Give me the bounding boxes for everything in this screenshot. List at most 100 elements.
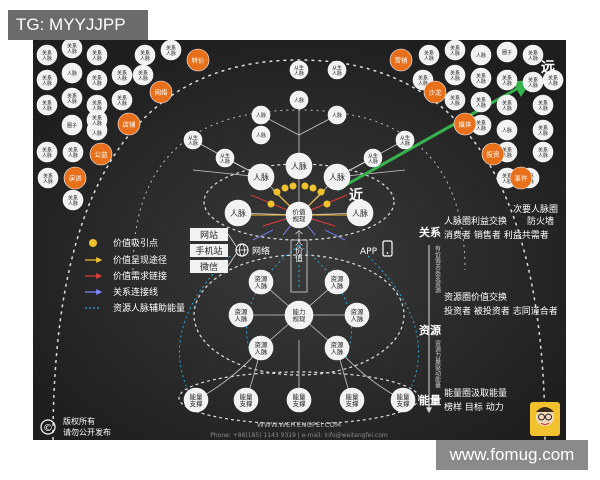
energy-node-3-circle [339, 387, 365, 413]
far-label: 远 [541, 60, 555, 76]
outer-white-node-7-circle [36, 94, 58, 116]
channel-box-website [190, 228, 228, 241]
energy-heading: 能量 [419, 393, 441, 407]
energy-node-1: 能量支撑 [233, 387, 259, 413]
outer-white-node-2-circle [86, 44, 108, 66]
value-center-node-label: 价值规现 [293, 207, 307, 223]
tree-node-4: 人脉 [327, 105, 347, 125]
outer-white-node-31-circle [496, 94, 518, 116]
relation-node-3: 人脉 [224, 199, 252, 227]
outer-white-node-26: 关系人脉 [470, 67, 492, 89]
tree-node-4-circle [327, 105, 347, 125]
resource-heading: 资源 [419, 323, 441, 337]
outer-white-node-42-circle [132, 64, 154, 86]
resource-node-3-label: 资源人脉 [351, 307, 365, 323]
energy-node-4: 能量支撑 [390, 387, 416, 413]
outer-white-node-19: 关系人脉 [86, 109, 108, 131]
outer-white-node-21-label: 关系人脉 [450, 44, 460, 57]
outer-white-node-5-label: 关系人脉 [92, 74, 102, 87]
outer-orange-node-5-label: 营销 [395, 55, 409, 64]
resource-node-2-circle [228, 302, 254, 328]
ability-center-node-circle [284, 300, 314, 330]
relation-node-0: 人脉 [247, 163, 275, 191]
channel-mobile-site: 手机站 [195, 245, 222, 257]
channel-website: 网站 [200, 229, 218, 241]
outer-orange-node-6-circle [423, 80, 447, 104]
relation-node-3-label: 人脉 [230, 208, 246, 218]
outer-white-node-37: 关系人脉 [532, 141, 554, 163]
outer-white-node-7-label: 关系人脉 [42, 99, 52, 112]
outer-white-node-13-label: 圈子 [67, 122, 77, 129]
outer-white-node-3: 关系人脉 [36, 69, 58, 91]
copyright-line-1: 版权所有 [63, 416, 95, 426]
value-attraction-point-3 [301, 182, 309, 190]
right-notes: 次要人脉圈 防火墙 关系 人脉圈利益交换 消费者 销售者 利益共需者 有价值关系… [419, 203, 558, 413]
outer-white-node-5-circle [86, 69, 108, 91]
outer-white-node-10-circle [111, 89, 133, 111]
near-label: 近 [349, 187, 363, 204]
watermark-bottom-right: www.fomug.com [436, 440, 588, 470]
channel-box-wechat [190, 260, 228, 273]
outer-white-node-6-label: 关系人脉 [117, 69, 127, 82]
outer-orange-node-6-label: 沙龙 [429, 87, 443, 96]
tree-node-4-label: 人脉 [332, 112, 342, 119]
outer-white-node-34-circle [496, 119, 518, 141]
outer-white-node-41-label: 关系人脉 [418, 74, 428, 87]
outer-orange-node-4-label: 演讲 [69, 173, 83, 182]
tree-node-9-label: 从生人脉 [400, 134, 410, 147]
outer-white-node-32-circle [532, 94, 554, 116]
outer-orange-node-3-circle [89, 142, 113, 166]
near-to-far-arrow [336, 80, 533, 192]
resource-node-1-circle [324, 269, 350, 295]
outer-orange-node-2-circle [117, 112, 141, 136]
tree-node-5-label: 人脉 [256, 132, 266, 139]
outer-white-node-22: 人脉 [470, 44, 492, 66]
relation-node-2-label: 人脉 [329, 172, 345, 182]
resource-node-4-label: 资源人脉 [255, 340, 269, 356]
tree-node-8-circle [363, 148, 383, 168]
outer-white-node-37-label: 关系人脉 [538, 146, 548, 159]
outer-white-node-29-circle [444, 89, 466, 111]
outer-orange-node-4: 演讲 [63, 166, 87, 190]
outer-white-node-15-label: 关系人脉 [42, 146, 52, 159]
outer-white-node-6: 关系人脉 [111, 64, 133, 86]
outer-white-node-4-label: 人脉 [67, 70, 77, 77]
ability-center-node-label: 能力规现 [293, 307, 307, 323]
outer-white-node-4: 人脉 [61, 62, 83, 84]
ability-center-node: 能力规现 [284, 300, 314, 330]
outer-white-node-27: 关系人脉 [496, 69, 518, 91]
outer-white-node-23-label: 圈子 [502, 49, 512, 56]
outer-white-node-36-label: 关系人脉 [502, 146, 512, 159]
legend: 价值吸引点 价值呈现途径 价值需求链接 关系连接线 资源人脉辅助能量 [113, 237, 185, 314]
outer-white-node-26-label: 关系人脉 [476, 72, 486, 85]
author-avatar [530, 402, 560, 436]
channel-wechat: 微信 [200, 261, 218, 273]
outer-orange-node-2: 店铺 [117, 112, 141, 136]
outer-orange-node-9-label: 事件 [515, 173, 529, 182]
relation-vertical-note: 有价值关系变资源 [434, 244, 441, 294]
outer-white-node-17: 关系人脉 [37, 167, 59, 189]
footer-website: WWW.WEITENGFEI.COM [257, 421, 341, 429]
outer-orange-node-0-circle [186, 48, 210, 72]
energy-node-0-circle [183, 387, 209, 413]
outer-white-node-40: 关系人脉 [542, 69, 564, 91]
legend-item-auxiliary: 资源人脉辅助能量 [113, 302, 185, 314]
relation-node-2: 人脉 [323, 163, 351, 191]
outer-white-node-22-circle [470, 44, 492, 66]
outer-orange-node-2-label: 店铺 [123, 119, 137, 128]
outer-white-node-10-label: 关系人脉 [117, 94, 127, 107]
value-attraction-point-0 [273, 188, 281, 196]
tree-node-0: 从生人脉 [289, 60, 309, 80]
outer-white-node-28-label: 关系人脉 [528, 76, 538, 89]
value-attraction-point-4 [309, 184, 317, 192]
outer-orange-node-7-circle [453, 112, 477, 136]
tree-node-3: 从生人脉 [327, 60, 347, 80]
outer-white-node-34: 人脉 [496, 119, 518, 141]
outer-white-node-15-circle [36, 141, 58, 163]
outer-white-node-35: 关系人脉 [532, 119, 554, 141]
energy-line-2: 榜样 目标 动力 [444, 401, 504, 413]
energy-node-4-label: 能量支撑 [397, 392, 411, 408]
tree-node-2-circle [289, 90, 309, 110]
relation-node-3-circle [224, 199, 252, 227]
outer-white-node-37-circle [532, 141, 554, 163]
